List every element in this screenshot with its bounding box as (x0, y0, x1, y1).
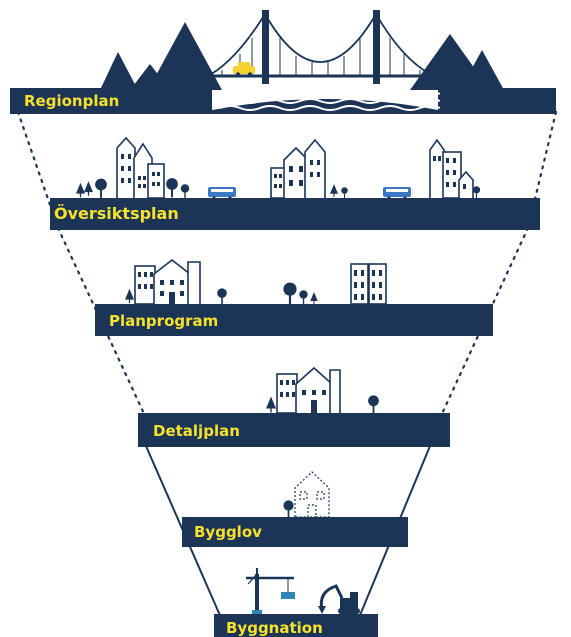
byggnation-label: Byggnation (226, 619, 323, 637)
detaljplan-label: Detaljplan (153, 422, 240, 440)
trees-left (76, 178, 107, 198)
oversiktsplan-illustration (76, 136, 481, 200)
tree (180, 184, 190, 198)
tree (341, 187, 348, 198)
apartment-blocks (350, 263, 387, 305)
tree (283, 500, 294, 517)
tree (166, 178, 178, 198)
detaljplan-illustration (266, 366, 379, 414)
suspension-bridge (203, 10, 439, 84)
mountains-right (410, 34, 504, 90)
tree (368, 395, 379, 413)
building-cluster-left (116, 136, 165, 199)
planprogram-bar (95, 304, 493, 336)
planprogram-illustration (125, 258, 387, 305)
byggnation-bar (214, 614, 378, 637)
regionplan-label: Regionplan (24, 92, 120, 110)
building-cluster-right (429, 138, 474, 199)
tree (217, 288, 227, 304)
detaljplan-bar (138, 413, 450, 447)
tree (330, 184, 338, 197)
tree (283, 282, 297, 304)
bus-icon-right (383, 187, 411, 200)
bus-icon-left (208, 187, 236, 200)
planned-house-outline (294, 471, 330, 518)
tree (266, 396, 276, 413)
building-cluster (276, 366, 341, 414)
oversiktsplan-label: Översiktsplan (54, 204, 179, 223)
bygglov-bar (182, 517, 408, 547)
car-icon (233, 62, 255, 77)
regionplan-bar (10, 88, 556, 114)
bygglov-illustration (283, 471, 330, 518)
water-waves (219, 91, 441, 111)
bygglov-label: Bygglov (194, 523, 262, 541)
planprogram-label: Planprogram (109, 312, 219, 330)
mountains-left (100, 22, 222, 90)
tree (125, 288, 134, 304)
byggnation-illustration (246, 568, 360, 616)
tower-crane-icon (246, 568, 295, 616)
building-cluster-center (270, 138, 326, 199)
oversiktsplan-bar (50, 198, 540, 230)
regionplan-illustration (100, 10, 504, 90)
tree (299, 290, 308, 304)
tree (310, 292, 318, 304)
tree (472, 186, 481, 198)
building-cluster (134, 258, 201, 305)
excavator-icon (318, 584, 360, 614)
